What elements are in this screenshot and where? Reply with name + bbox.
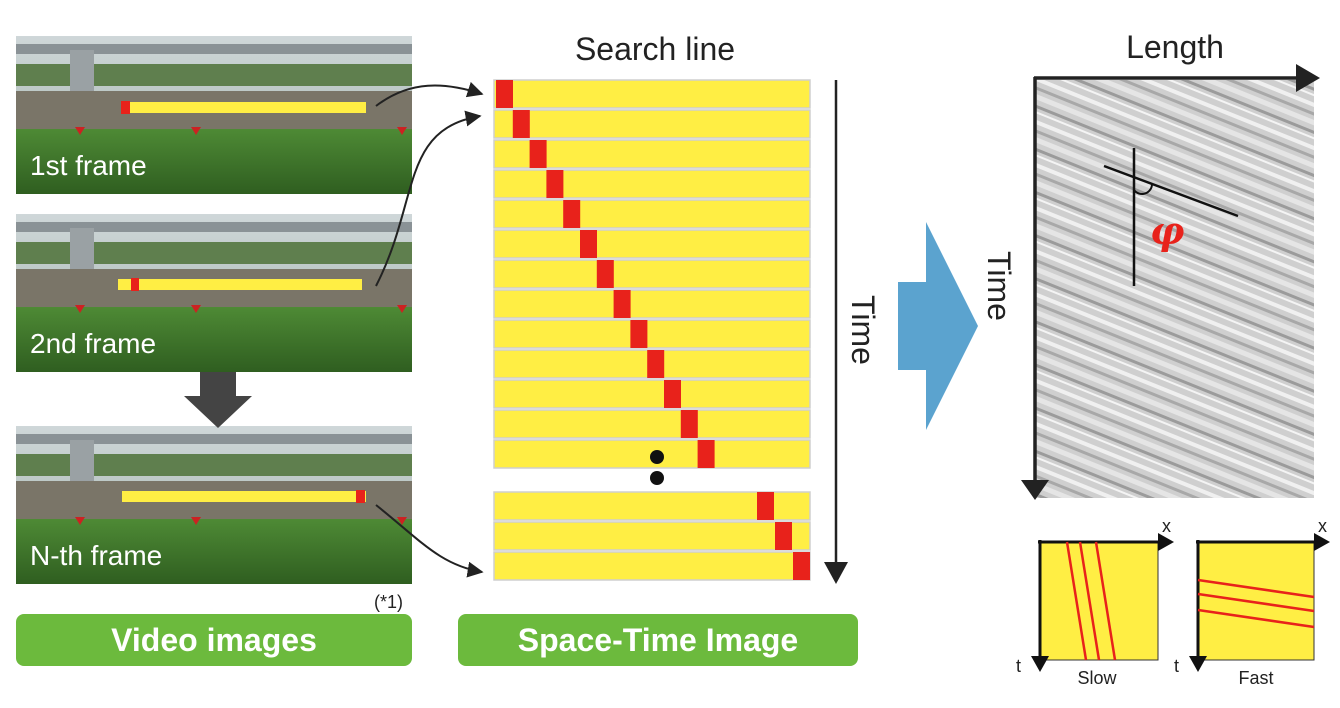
fast-t-label: t [1174, 656, 1179, 676]
ellipsis-dot-top [650, 450, 664, 464]
space-time-image-badge [458, 614, 858, 666]
space-time-tail-rows [493, 491, 811, 581]
fast-label: Fast [1238, 668, 1273, 688]
st-row-marker [697, 440, 715, 468]
st-row-marker [630, 320, 648, 348]
arrow-frameN-to-last-row [375, 504, 484, 578]
search-line-bar [118, 279, 362, 290]
video-images-badge [16, 614, 412, 666]
slow-label: Slow [1077, 668, 1117, 688]
slow-t-label: t [1016, 656, 1021, 676]
survey-marker-icon [397, 517, 407, 525]
st-row [493, 109, 811, 139]
fast-x-label: x [1318, 516, 1327, 536]
fast-x-arrowhead-icon [1314, 533, 1330, 551]
space-time-image-badge-label: Space-Time Image [518, 622, 798, 658]
sti-time-axis-arrowhead-icon [1021, 480, 1049, 500]
st-row-marker [613, 290, 631, 318]
time-axis-arrowhead-icon [824, 562, 848, 584]
st-row-marker [664, 380, 681, 408]
video-frame: 1st frame [16, 36, 412, 194]
slow-x-arrowhead-icon [1158, 533, 1174, 551]
survey-marker-icon [75, 127, 85, 135]
st-row-marker [680, 410, 698, 438]
search-line-marker [131, 278, 139, 291]
arrow-frame2-to-row2 [375, 110, 482, 287]
time-label-right: Time [981, 251, 1017, 321]
st-row [493, 229, 811, 259]
fast-t-arrowhead-icon [1189, 656, 1207, 672]
st-row [493, 199, 811, 229]
search-line-bar [122, 491, 366, 502]
fast-streak-2 [1197, 592, 1315, 613]
st-row [493, 289, 811, 319]
st-row-marker [529, 140, 547, 168]
angle-arc [1133, 183, 1153, 195]
survey-marker-icon [75, 305, 85, 313]
survey-marker-icon [397, 305, 407, 313]
length-label: Length [1126, 29, 1224, 65]
slow-t-arrowhead-icon [1031, 656, 1049, 672]
st-row-marker [580, 230, 597, 258]
video-images-badge-label: Video images [111, 622, 317, 658]
st-row-marker [563, 200, 581, 228]
video-frame: N-th frame [16, 426, 412, 584]
frame-label: N-th frame [30, 540, 162, 571]
slow-streak-3 [1094, 541, 1117, 661]
st-row [493, 259, 811, 289]
survey-marker-icon [191, 305, 201, 313]
st-row [493, 169, 811, 199]
st-row [493, 319, 811, 349]
phi-symbol: φ [1150, 208, 1184, 253]
angle-streak-line [1103, 164, 1239, 218]
ellipsis-dot-bottom [650, 471, 664, 485]
st-row [493, 521, 811, 551]
st-row-marker [757, 492, 774, 520]
space-time-rows [493, 79, 811, 469]
down-arrow-icon [184, 372, 252, 428]
slow-streak-1 [1065, 541, 1088, 661]
fast-mini-diagram: x t Fast [1174, 516, 1330, 688]
st-row [493, 139, 811, 169]
st-row-marker [775, 522, 792, 550]
st-row [493, 551, 811, 581]
st-row-marker [647, 350, 665, 378]
st-row [493, 409, 811, 439]
st-row-marker [546, 170, 564, 198]
fast-mini-square [1197, 541, 1315, 661]
fast-streak-3 [1197, 608, 1315, 629]
footnote: (*1) [374, 592, 403, 612]
st-row-marker [496, 80, 513, 108]
time-label-middle: Time [845, 295, 881, 365]
slow-mini-diagram: x t Slow [1016, 516, 1174, 688]
search-line-bar [124, 102, 366, 113]
survey-marker-icon [75, 517, 85, 525]
survey-marker-icon [397, 127, 407, 135]
survey-marker-icon [191, 127, 201, 135]
search-line-label: Search line [575, 31, 735, 67]
frame-label: 1st frame [30, 150, 147, 181]
slow-x-label: x [1162, 516, 1171, 536]
search-line-marker [121, 101, 130, 114]
survey-marker-icon [191, 517, 201, 525]
fast-streak-1 [1197, 578, 1315, 599]
frame-label: 2nd frame [30, 328, 156, 359]
sti-texture-image [1036, 80, 1314, 498]
search-line-marker [356, 490, 365, 503]
slow-streak-2 [1078, 541, 1101, 661]
arrow-frame1-to-row1 [375, 81, 484, 107]
process-arrow-icon [898, 222, 978, 430]
st-row [493, 79, 811, 109]
video-frame: 2nd frame [16, 214, 412, 372]
st-row-marker [596, 260, 614, 288]
st-row [493, 379, 811, 409]
st-row-marker [793, 552, 810, 580]
st-row-marker [512, 110, 530, 138]
length-axis-arrowhead-icon [1296, 64, 1320, 92]
